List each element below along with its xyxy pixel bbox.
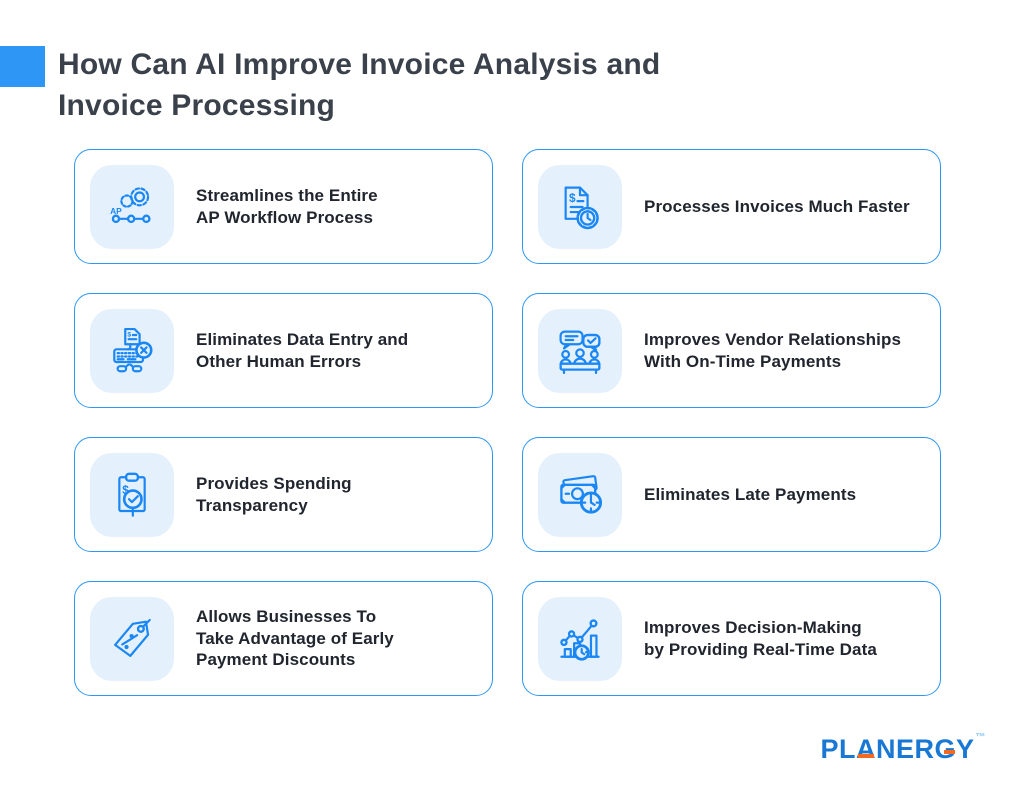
discount-tag-icon [114, 618, 151, 657]
svg-text:$: $ [127, 331, 131, 338]
card-streamlines-ap-workflow: AP Streamlines the Entire AP Workflow Pr… [74, 149, 493, 264]
logo-letter: E [895, 734, 915, 764]
keyboard-error-icon: $ [113, 327, 153, 372]
page-title-line-1: How Can AI Improve Invoice Analysis and [58, 48, 661, 81]
cash-clock-icon [560, 474, 603, 514]
icon-tile [538, 308, 622, 393]
card-real-time-decision-making: Improves Decision-Making by Providing Re… [522, 581, 941, 696]
clipboard-magnifier-check-icon: $ [118, 472, 146, 517]
card-title: Allows Businesses To Take Advantage of E… [196, 607, 394, 670]
logo-letter: N [875, 734, 896, 764]
title-accent-bar [0, 46, 45, 87]
logo-letter: Y [955, 734, 975, 764]
icon-tile: $ [538, 164, 622, 249]
card-title: Eliminates Data Entry and Other Human Er… [196, 330, 409, 371]
vendor-meeting-chat-icon [559, 329, 601, 374]
icon-tile [538, 596, 622, 681]
ap-workflow-gears-icon: AP [110, 186, 151, 223]
card-eliminates-late-payments: Eliminates Late Payments [522, 437, 941, 552]
card-title: Eliminates Late Payments [644, 484, 857, 504]
card-processes-invoices-faster: $ Processes Invoices Much Faster [522, 149, 941, 264]
svg-text:$: $ [569, 190, 576, 204]
page-title-line-2: Invoice Processing [58, 89, 336, 122]
icon-tile [90, 596, 174, 681]
page-title: How Can AI Improve Invoice Analysis and … [58, 44, 660, 126]
trademark-symbol: ™ [975, 732, 986, 743]
card-improves-vendor-relationships: Improves Vendor Relationships With On-Ti… [522, 293, 941, 408]
card-title: Improves Vendor Relationships With On-Ti… [644, 330, 902, 371]
card-title: Improves Decision-Making by Providing Re… [644, 618, 877, 659]
logo-letter: P [820, 734, 839, 764]
card-title: Provides Spending Transparency [196, 474, 352, 515]
icon-tile: AP [90, 164, 174, 249]
card-provides-spending-transparency: $ Provides Spending Transparency [74, 437, 493, 552]
benefits-grid: AP Streamlines the Entire AP Workflow Pr… [74, 149, 941, 696]
icon-tile [538, 452, 622, 537]
card-title: Streamlines the Entire AP Workflow Proce… [196, 186, 378, 227]
svg-text:$: $ [122, 483, 129, 497]
realtime-chart-clock-icon [560, 618, 600, 661]
icon-tile: $ [90, 308, 174, 393]
logo-letter: L [838, 734, 856, 764]
logo-letter: R [914, 734, 935, 764]
icon-tile: $ [90, 452, 174, 537]
svg-text:AP: AP [110, 205, 122, 215]
card-early-payment-discounts: Allows Businesses To Take Advantage of E… [74, 581, 493, 696]
logo-letter-g-orange-bar: G [934, 734, 956, 764]
invoice-clock-badge-icon: $ [564, 185, 599, 229]
card-title: Processes Invoices Much Faster [644, 196, 910, 216]
logo-letter-a-orange-bar: A [855, 734, 876, 764]
planergy-logo: PLANERGY™ [820, 732, 986, 765]
card-eliminates-data-entry-errors: $ Eliminates Data Entry and Other Human … [74, 293, 493, 408]
